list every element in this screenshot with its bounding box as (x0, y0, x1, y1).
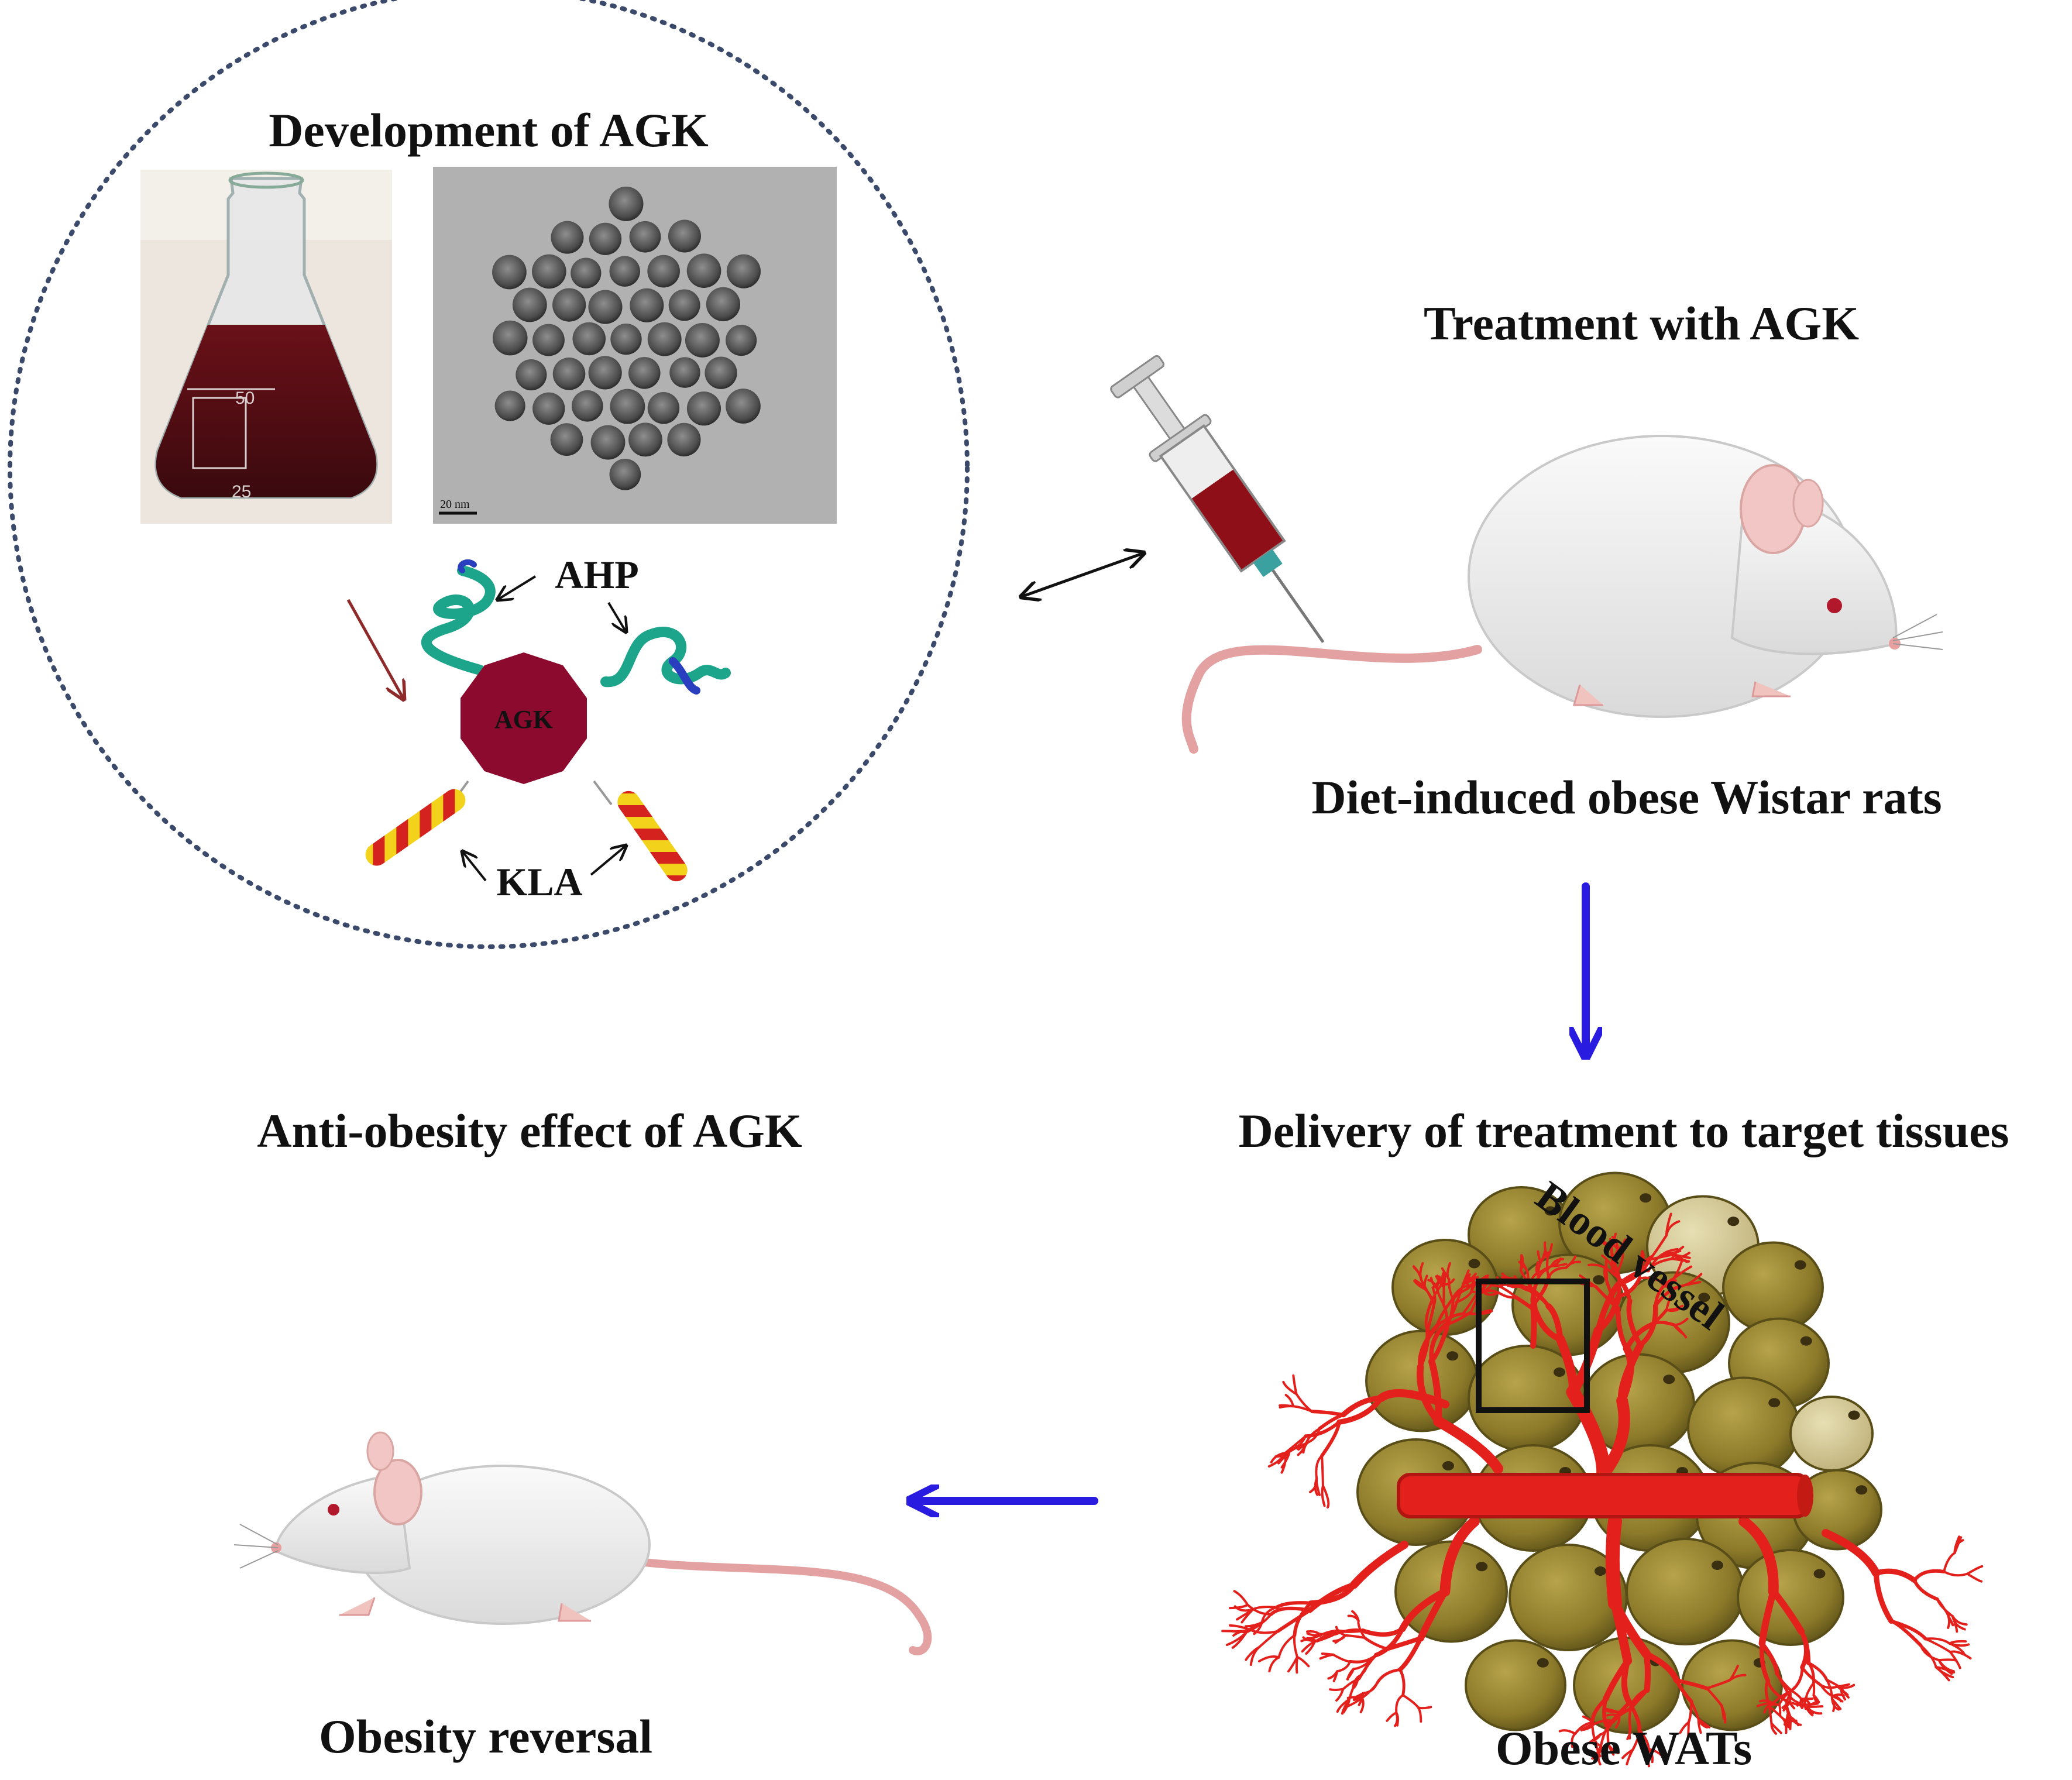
nanoparticle (588, 356, 622, 390)
development-title: Development of AGK (269, 104, 709, 157)
ahp-peptide-right (600, 627, 731, 688)
delivery-panel: Delivery of treatment to target tissues … (1221, 1104, 2009, 1775)
outcome-label: Obesity reversal (319, 1710, 652, 1763)
adipocyte (1626, 1538, 1745, 1645)
tem-image: 20 nm (433, 167, 837, 524)
nanoparticle-cluster (492, 186, 761, 490)
dotted-border (8, 0, 970, 949)
treatment-panel: Treatment with AGK Diet-induced obese Wi… (1110, 297, 1943, 824)
ahp-label: AHP (555, 552, 639, 597)
nanoparticle (532, 254, 566, 289)
nanoparticle (726, 389, 761, 424)
nanoparticle (610, 389, 645, 424)
nanoparticle (668, 219, 701, 253)
nanoparticle (647, 322, 682, 356)
nanoparticle (571, 257, 602, 288)
tem-scale-label: 20 nm (440, 498, 470, 511)
rat-model-label: Diet-induced obese Wistar rats (1311, 771, 1942, 824)
nanoparticle (552, 288, 586, 322)
nanoparticle (667, 422, 701, 456)
adipose-tissue (1221, 1171, 1984, 1768)
inward-arrow (346, 599, 404, 699)
effect-title: Anti-obesity effect of AGK (257, 1104, 802, 1157)
delivery-title: Delivery of treatment to target tissues (1239, 1104, 2009, 1157)
agk-nanoconstruct: AGK AHP KLA (346, 552, 731, 904)
nanoparticle (551, 221, 584, 254)
nanoparticle (492, 320, 528, 356)
nanoparticle (685, 322, 720, 358)
zoom-box (1476, 1279, 1590, 1413)
nanoparticle (572, 322, 606, 356)
nanoparticle (571, 390, 603, 422)
nanoparticle (532, 324, 565, 356)
main-blood-vessel (1397, 1473, 1810, 1518)
development-panel: 50 25 20 nm (8, 0, 970, 949)
nanoparticle (647, 392, 680, 424)
nanoparticle (532, 392, 565, 425)
nanoparticle (588, 290, 623, 324)
obese-rat-illustration (1181, 435, 1943, 754)
nanoparticle (516, 359, 547, 391)
adipocyte (1465, 1639, 1566, 1731)
nanoparticle (726, 254, 761, 288)
nanoparticle (552, 358, 586, 390)
nanoparticle (705, 356, 737, 389)
kla-peptide-left (365, 780, 469, 866)
nanoparticle (686, 253, 721, 288)
kla-label: KLA (496, 860, 582, 904)
nanoparticle (550, 423, 583, 456)
nanoparticle (629, 221, 661, 253)
bidirectional-arrow (1021, 553, 1144, 597)
nanoparticle (609, 256, 640, 287)
outcome-panel: Anti-obesity effect of AGK Obesity rever… (233, 1104, 932, 1763)
nanoparticle (610, 323, 642, 355)
nanoparticle (647, 255, 680, 288)
nanoparticle (590, 425, 626, 460)
adipocyte (1789, 1396, 1874, 1472)
nanoparticle (512, 287, 547, 322)
nanoparticle (589, 222, 622, 255)
nanoparticle (609, 186, 644, 221)
nanoparticle (628, 422, 662, 457)
treatment-title: Treatment with AGK (1424, 297, 1859, 350)
adipocyte (1737, 1549, 1844, 1646)
nanoparticle (628, 357, 661, 389)
nanoparticle (686, 391, 721, 426)
kla-peptide-right (593, 780, 688, 882)
nanoparticle (630, 288, 664, 322)
flask-mark-25: 25 (232, 482, 251, 501)
agk-core (461, 652, 587, 784)
flask-photo: 50 25 (140, 170, 392, 524)
nanoparticle (726, 325, 757, 356)
ahp-peptide-left (421, 565, 496, 675)
agk-core-label: AGK (494, 705, 553, 734)
nanoparticle (668, 289, 700, 321)
nanoparticle (492, 255, 527, 290)
blood-vessel-network (1221, 1212, 1984, 1768)
wat-label: Obese WATs (1496, 1721, 1752, 1775)
lean-rat-illustration (233, 1431, 932, 1655)
syringe (1110, 355, 1325, 643)
nanoparticle (609, 458, 641, 490)
nanoparticle (669, 357, 700, 388)
nanoparticle (706, 287, 741, 321)
nanoparticle (494, 390, 525, 421)
